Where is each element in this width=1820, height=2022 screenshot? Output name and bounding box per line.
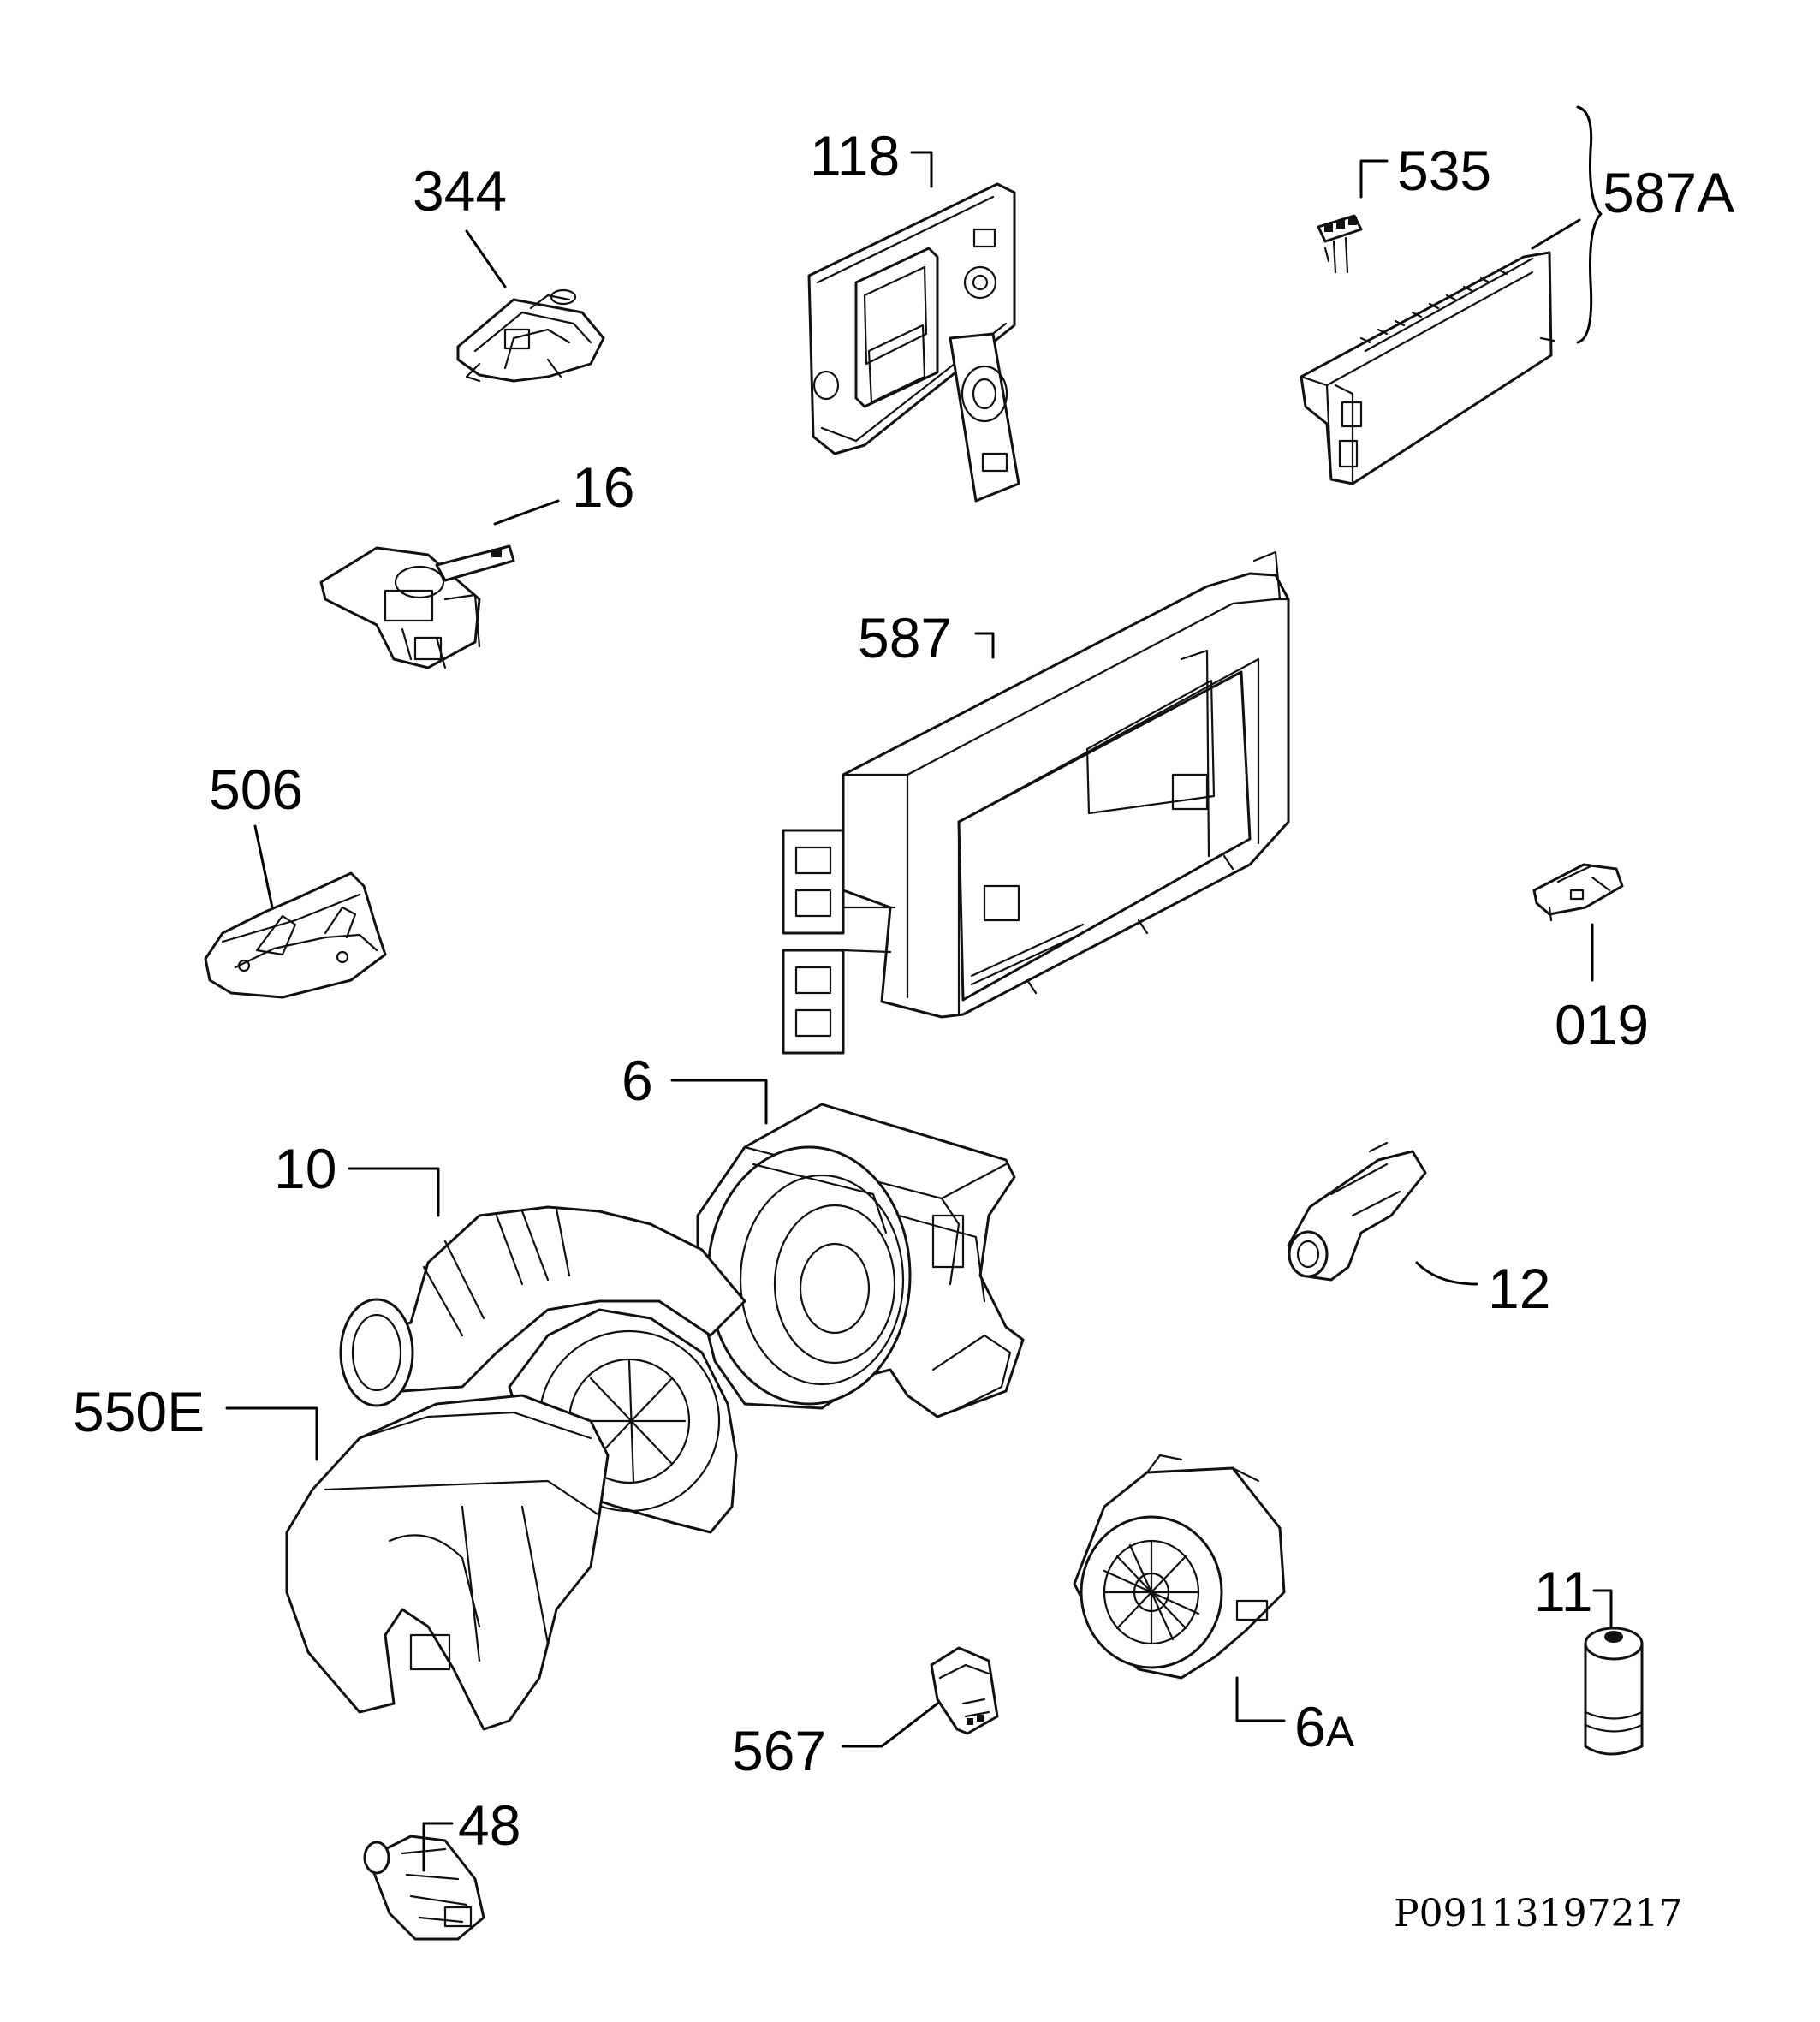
part-11-capacitor[interactable]: [1584, 1627, 1644, 1756]
callout-10: 10: [274, 1137, 336, 1200]
part-118-dispenser[interactable]: [807, 182, 1020, 503]
callout-587: 587: [858, 606, 952, 669]
part-10-hose[interactable]: [339, 1205, 746, 1407]
part-6-circulation-pump[interactable]: [696, 1103, 1025, 1418]
callout-48: 48: [458, 1793, 520, 1857]
leader-587A-line: [1531, 218, 1581, 250]
leader-11: [1592, 1589, 1613, 1628]
leader-567: [842, 1702, 939, 1748]
callout-6A-suffix: A: [1326, 1708, 1355, 1756]
leader-16: [493, 499, 560, 526]
part-344-switch[interactable]: [456, 288, 605, 383]
leader-6: [670, 1079, 768, 1125]
drawing-code: P09113197217: [1394, 1892, 1683, 1936]
callout-019: 019: [1555, 993, 1649, 1056]
part-48-pressure-switch[interactable]: [363, 1835, 485, 1941]
leader-587: [974, 632, 995, 659]
leader-118: [910, 151, 933, 188]
part-567-clip[interactable]: [930, 1646, 999, 1735]
callout-587A: 587A: [1603, 161, 1734, 224]
part-587-main-board[interactable]: [782, 550, 1290, 1055]
leader-344: [465, 229, 507, 288]
part-506-latch[interactable]: [204, 871, 387, 999]
brace-587A: [1576, 105, 1603, 344]
leader-535: [1359, 159, 1389, 199]
part-535-connector[interactable]: [1317, 214, 1363, 274]
callout-11: 11: [1534, 1560, 1593, 1623]
leader-506: [253, 824, 274, 909]
callout-535: 535: [1397, 139, 1491, 202]
callout-6: 6: [622, 1049, 653, 1112]
part-587A-control-module[interactable]: [1300, 251, 1555, 485]
callout-550E: 550E: [73, 1380, 205, 1443]
leader-6A: [1235, 1676, 1286, 1722]
callout-506: 506: [209, 758, 303, 821]
part-16-valve[interactable]: [319, 544, 515, 669]
leader-12: [1415, 1261, 1478, 1286]
part-6A-drain-pump[interactable]: [1073, 1454, 1286, 1680]
callout-16: 16: [572, 455, 634, 519]
leader-48: [422, 1822, 454, 1872]
callout-6A-number: 6A: [1294, 1695, 1355, 1758]
callout-567: 567: [732, 1719, 826, 1782]
leader-10: [348, 1167, 440, 1217]
callout-344: 344: [413, 159, 507, 223]
leader-550E: [225, 1406, 318, 1461]
callout-118: 118: [810, 124, 900, 187]
part-12-sensor[interactable]: [1287, 1141, 1427, 1282]
callout-12: 12: [1488, 1257, 1550, 1320]
part-019-connector[interactable]: [1532, 863, 1624, 922]
part-550E-housing[interactable]: [285, 1308, 738, 1731]
